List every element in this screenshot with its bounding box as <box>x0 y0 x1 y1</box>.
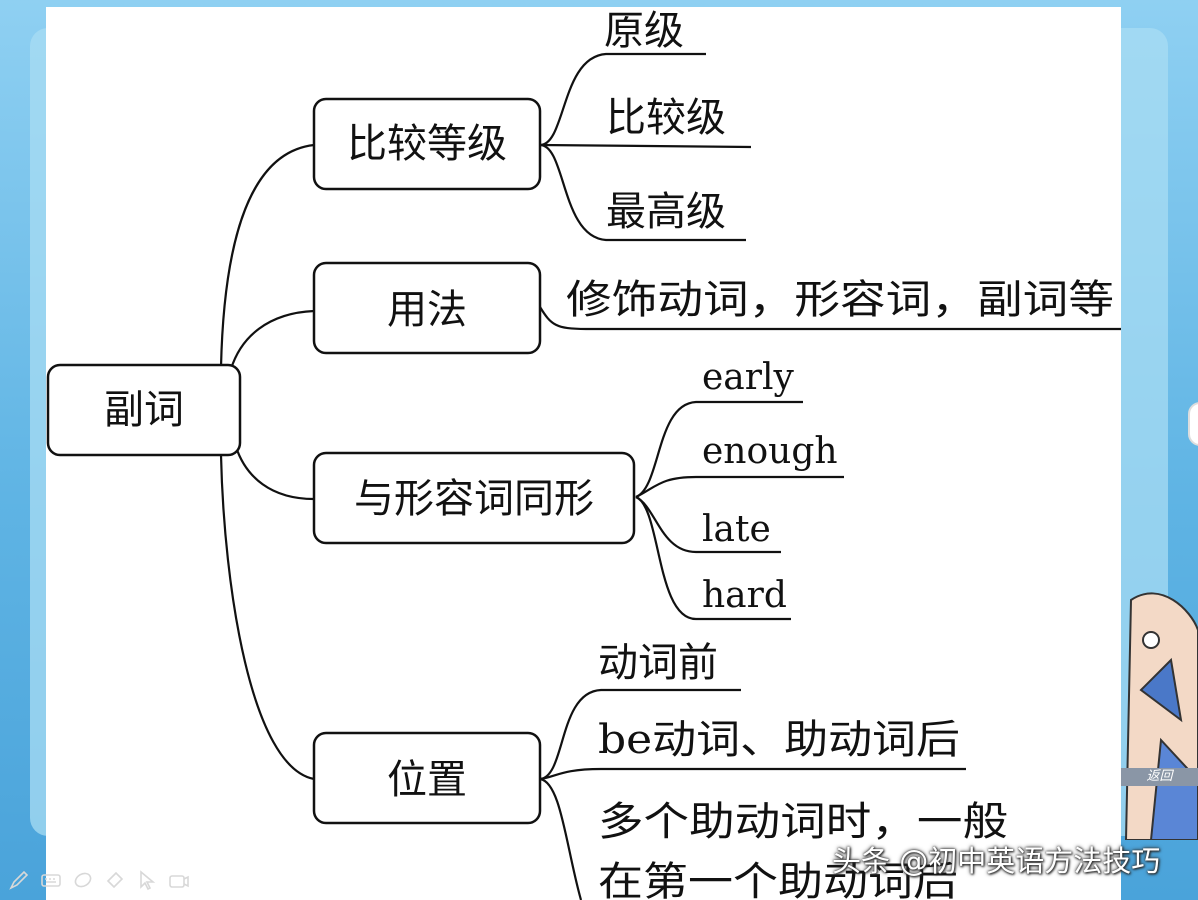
side-pull-tab[interactable] <box>1188 402 1198 446</box>
connector-sameform-hard <box>635 495 791 621</box>
connector-sameform-enough <box>635 475 844 498</box>
leaf-multi-aux-line2: 在第一个助动词后 <box>598 859 958 900</box>
leaf-superlative: 最高级 <box>606 189 726 235</box>
pen-icon[interactable] <box>6 867 32 893</box>
tag-icon[interactable] <box>102 867 128 893</box>
sameform-node-label: 与形容词同形 <box>354 476 594 522</box>
leaf-enough: enough <box>702 431 838 472</box>
leaf-before-verb: 动词前 <box>598 640 718 686</box>
connector-compare-comparative <box>539 143 752 149</box>
pointer-icon[interactable] <box>134 867 160 893</box>
compare-node-label: 比较等级 <box>347 121 507 167</box>
leaf-comparative: 比较级 <box>606 95 726 141</box>
leaf-positive: 原级 <box>604 8 684 54</box>
connector-root-sameform <box>234 446 315 501</box>
connector-position-beforeverb <box>539 688 741 781</box>
connector-usage-modify <box>539 306 1121 331</box>
adverb-mindmap: 副词 比较等级 用法 与形容词同形 位置 原级 比较级 最高级 修饰动词，形容词… <box>46 8 1121 900</box>
back-button[interactable]: 返回 <box>1121 768 1198 786</box>
keyboard-icon[interactable] <box>38 867 64 893</box>
connector-position-afteraux <box>539 767 966 781</box>
connector-root-compare <box>219 143 315 368</box>
root-node-box <box>46 363 242 457</box>
position-node-label: 位置 <box>387 757 467 803</box>
position-node-box <box>312 731 542 825</box>
connector-root-position <box>219 454 315 781</box>
leaf-late: late <box>702 509 771 550</box>
usage-node-label: 用法 <box>387 287 467 333</box>
connector-position-multiaux <box>539 777 583 900</box>
sameform-node-box <box>312 451 636 545</box>
leaf-after-aux: be动词、助动词后 <box>598 717 960 763</box>
camera-icon[interactable] <box>166 867 192 893</box>
slide-canvas: 副词 比较等级 用法 与形容词同形 位置 原级 比较级 最高级 修饰动词，形容词… <box>46 7 1121 900</box>
presentation-toolbar <box>6 866 192 894</box>
leaf-hard: hard <box>702 575 787 616</box>
compare-node-box <box>312 97 542 191</box>
connector-compare-superlative <box>539 143 746 242</box>
cartoon-decoration <box>1124 592 1198 840</box>
leaf-multi-aux-line1: 多个助动词时，一般 <box>598 799 1008 845</box>
connector-compare-positive <box>539 52 706 147</box>
usage-node-box <box>312 261 542 355</box>
connector-root-usage <box>229 309 315 370</box>
connector-sameform-early <box>635 400 803 499</box>
leaf-early: early <box>702 357 794 398</box>
watermark-text: 头条 @初中英语方法技巧 <box>832 844 1161 878</box>
root-node-label: 副词 <box>104 387 184 433</box>
eraser-icon[interactable] <box>70 867 96 893</box>
leaf-modify: 修饰动词，形容词，副词等 <box>566 277 1114 323</box>
